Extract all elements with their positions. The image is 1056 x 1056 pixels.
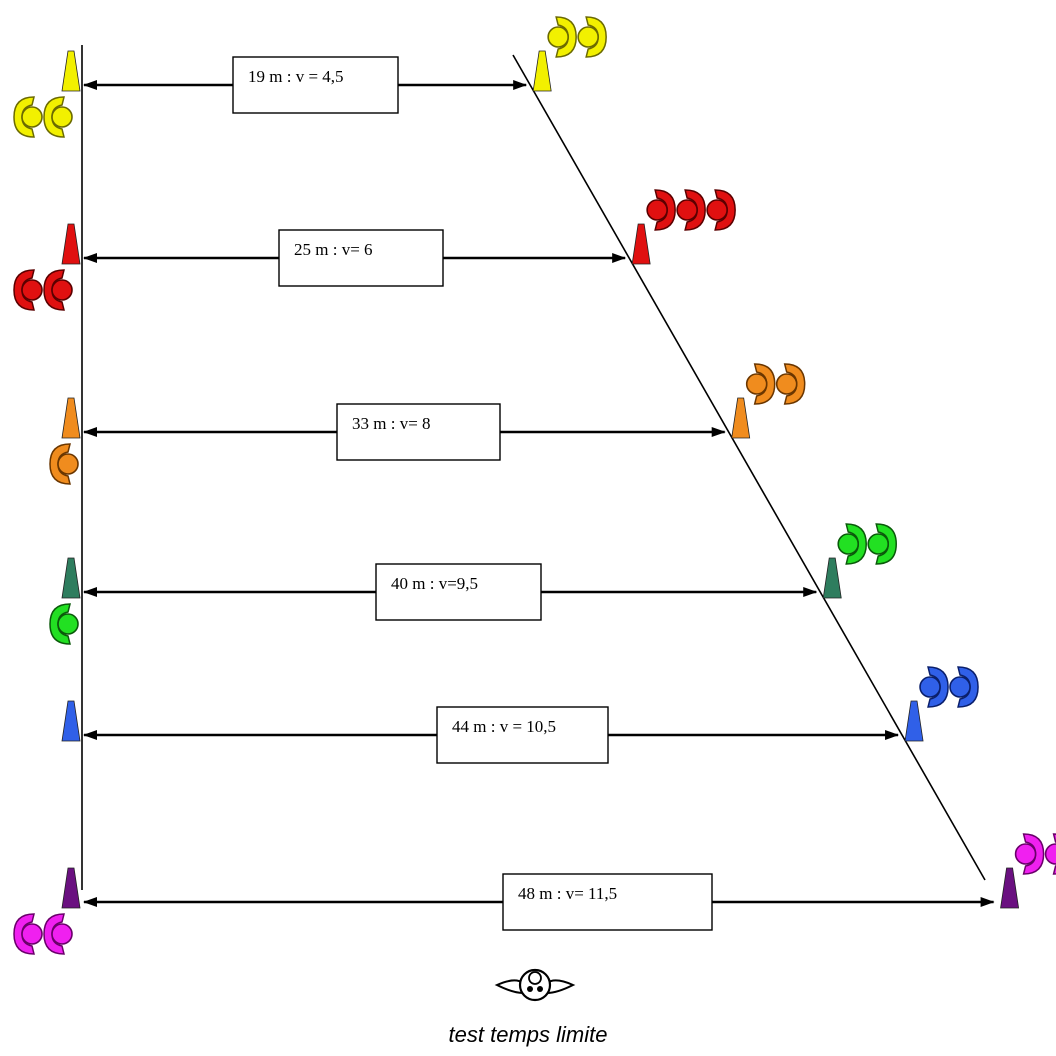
finish-line (512, 54, 986, 881)
caption: test temps limite (449, 1022, 608, 1047)
distance-label: 19 m : v = 4,5 (248, 67, 344, 86)
cone-icon (61, 50, 81, 92)
player-icon (13, 913, 43, 955)
distance-label-box (336, 403, 501, 461)
cone-icon (532, 50, 552, 92)
player-icon (949, 666, 979, 708)
distance-row: 25 m : v= 6 (13, 189, 736, 311)
cone-icon (731, 397, 751, 439)
player-icon (49, 443, 79, 485)
player-icon (676, 189, 706, 231)
player-icon (706, 189, 736, 231)
cone-icon (822, 557, 842, 599)
player-icon (775, 363, 806, 405)
player-icon (867, 523, 897, 565)
player-icon (43, 269, 73, 311)
cone-icon (61, 397, 81, 439)
player-icon (646, 189, 676, 231)
player-icon (49, 603, 79, 645)
player-icon (1014, 833, 1045, 875)
distance-row: 44 m : v = 10,5 (61, 666, 979, 764)
cone-icon (1000, 867, 1020, 909)
player-icon (1044, 833, 1056, 875)
distance-row: 48 m : v= 11,5 (13, 833, 1056, 955)
distance-row: 33 m : v= 8 (49, 363, 806, 485)
cone-icon (61, 867, 81, 909)
distance-label: 33 m : v= 8 (352, 414, 431, 433)
distance-label-box (278, 229, 444, 287)
distance-label-box (375, 563, 542, 621)
cone-icon (61, 223, 81, 265)
rows-layer: 19 m : v = 4,5 25 m : v= 6 33 m : v= 8 40 m… (13, 16, 1056, 955)
cone-icon (631, 223, 651, 265)
distance-label: 25 m : v= 6 (294, 240, 373, 259)
distance-label-box (502, 873, 713, 931)
cone-icon (61, 700, 81, 742)
distance-label-box (436, 706, 609, 764)
distance-label: 40 m : v=9,5 (391, 574, 478, 593)
cone-icon (61, 557, 81, 599)
player-icon (547, 16, 577, 58)
player-icon (43, 96, 73, 138)
distance-row: 19 m : v = 4,5 (13, 16, 607, 138)
distance-row: 40 m : v=9,5 (49, 523, 897, 645)
cone-icon (904, 700, 924, 742)
distance-label: 48 m : v= 11,5 (518, 884, 617, 903)
player-icon (13, 269, 43, 311)
coach-icon (494, 968, 576, 1002)
player-icon (745, 363, 776, 405)
player-icon (13, 96, 43, 138)
player-icon (43, 913, 73, 955)
player-icon (919, 666, 949, 708)
distance-label-box (232, 56, 399, 114)
distance-label: 44 m : v = 10,5 (452, 717, 556, 736)
player-icon (577, 16, 607, 58)
player-icon (837, 523, 867, 565)
